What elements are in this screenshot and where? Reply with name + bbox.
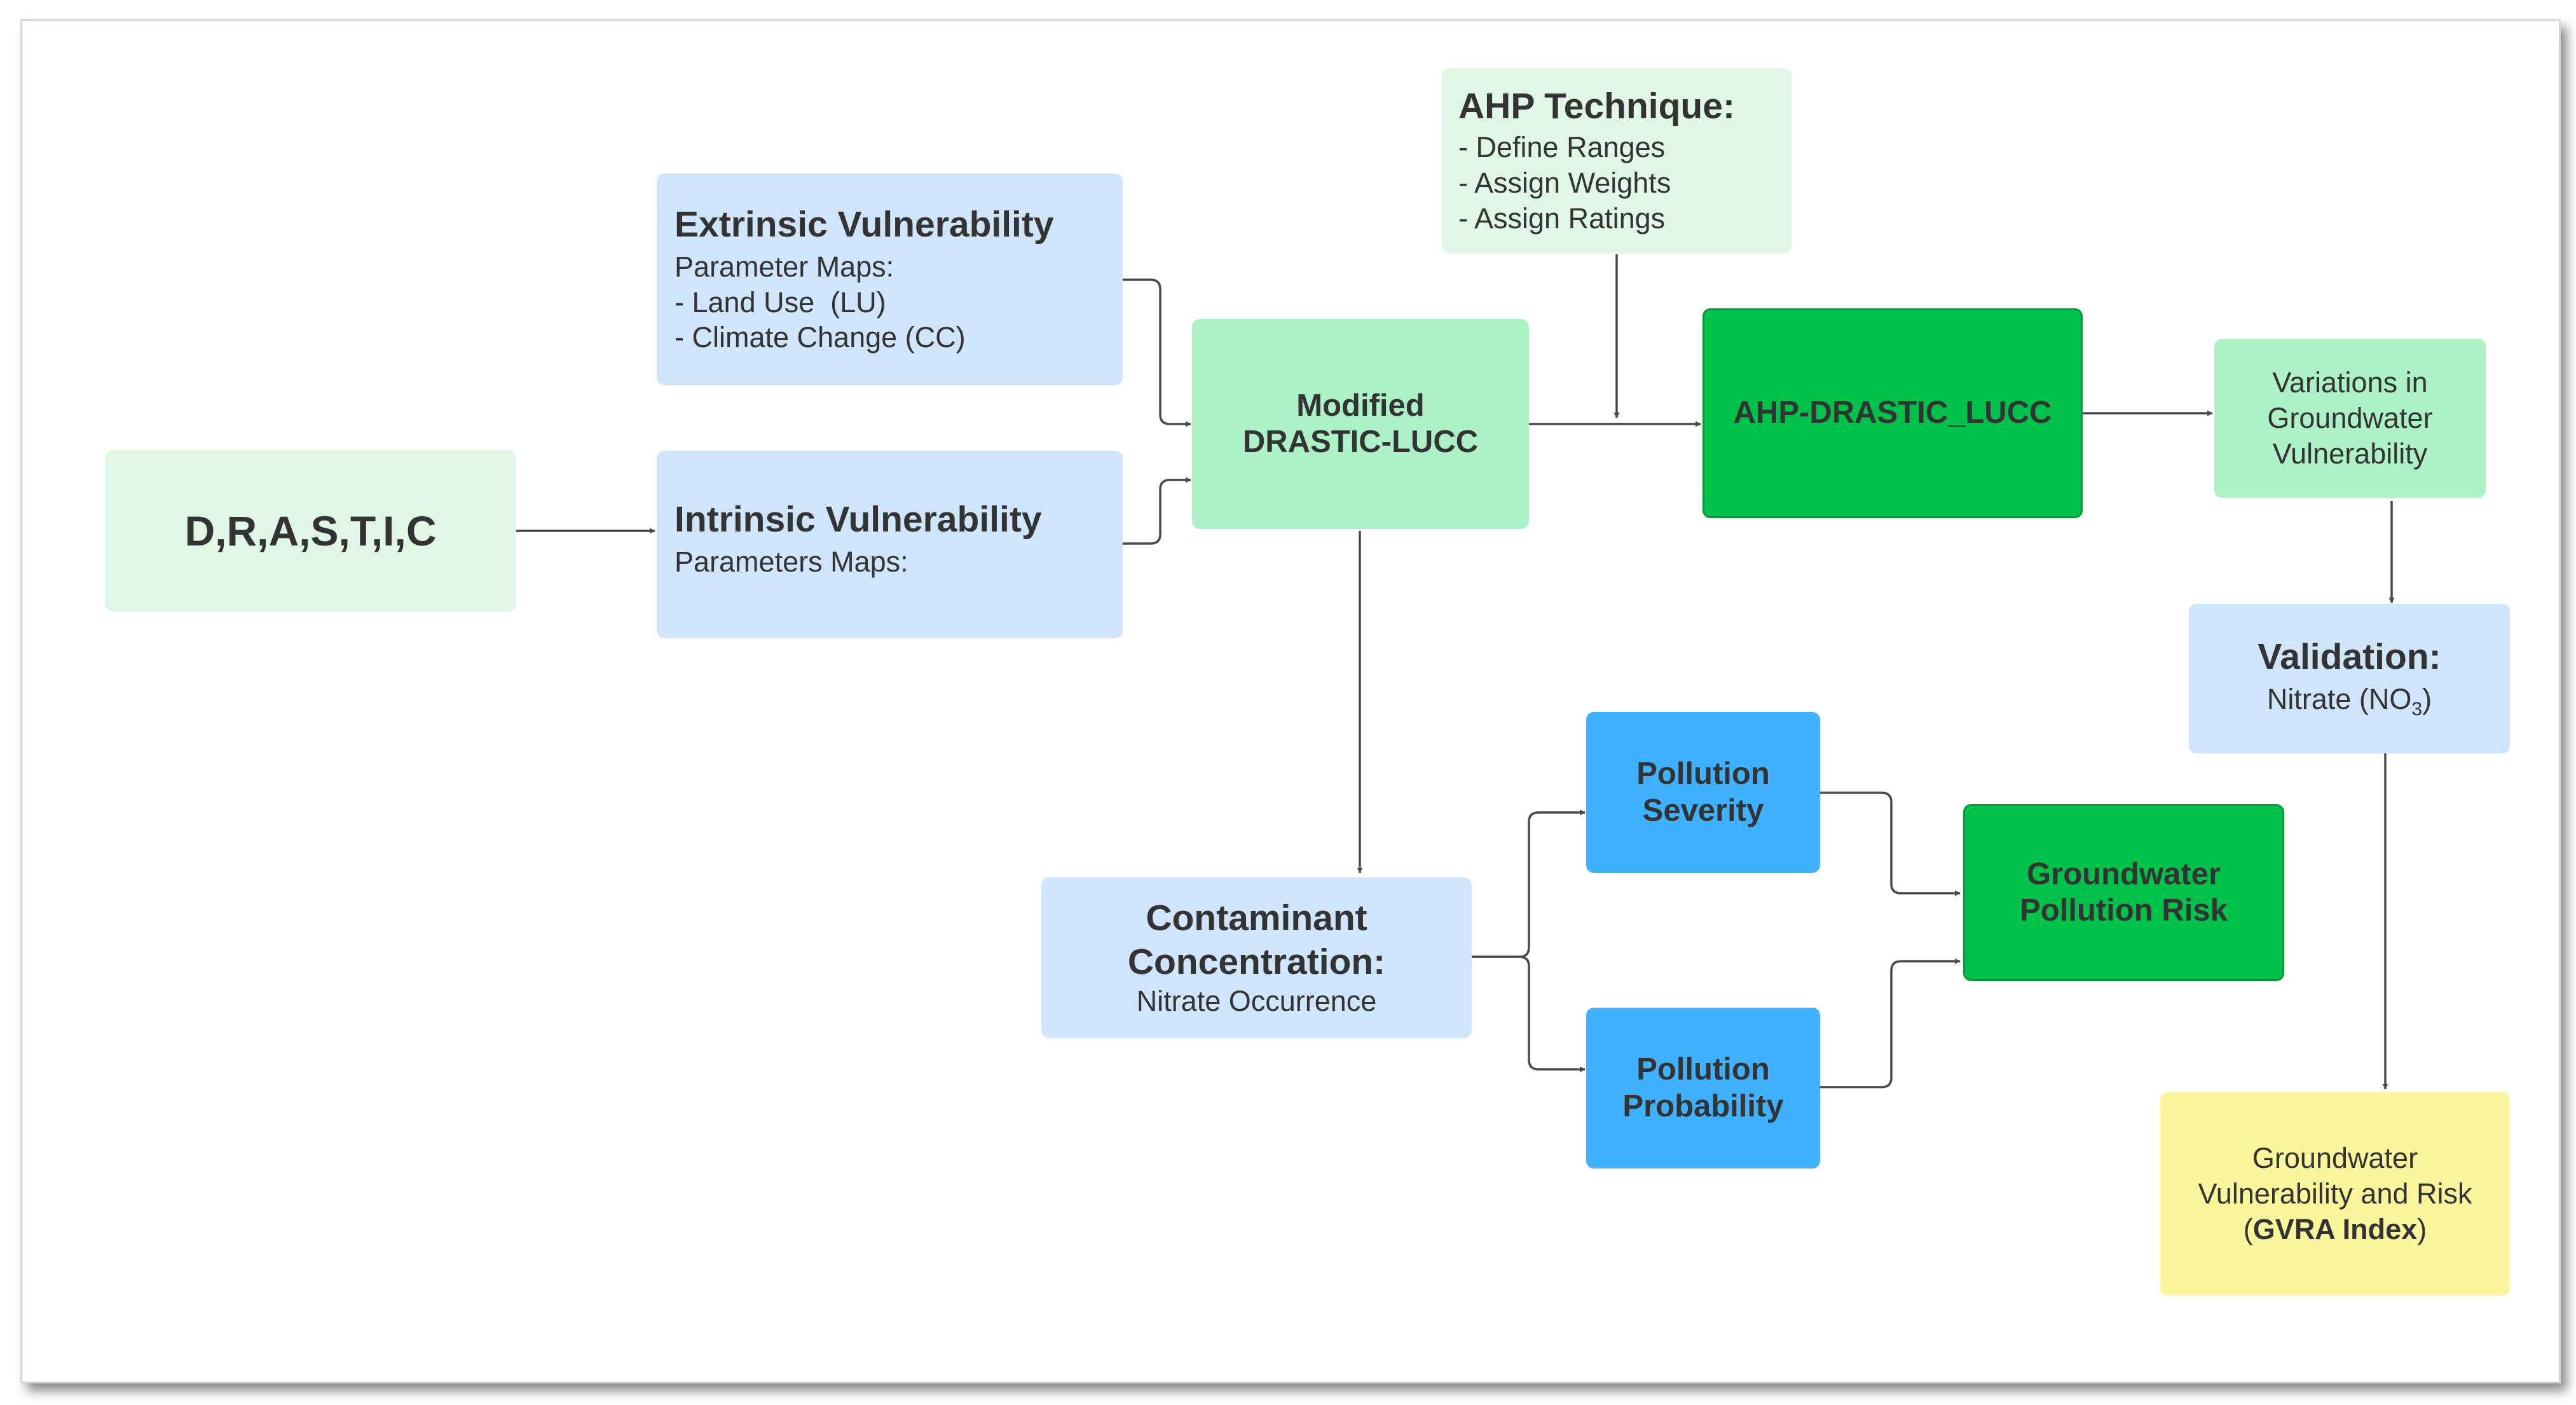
- modified-line-2: DRASTIC-LUCC: [1242, 425, 1479, 459]
- contaminant-line-2: Concentration:: [1127, 941, 1386, 982]
- probability-line-1: Pollution: [1636, 1052, 1770, 1087]
- drastic-title: D,R,A,S,T,I,C: [184, 507, 437, 554]
- modified-line-1: Modified: [1296, 388, 1425, 423]
- ahp-item-assign-ratings: - Assign Ratings: [1458, 202, 1666, 235]
- contaminant-line-1: Contaminant: [1146, 898, 1367, 939]
- variations-line-2: Groundwater: [2267, 402, 2433, 435]
- gvra-index-label: GVRA Index: [2252, 1212, 2418, 1245]
- extrinsic-title: Extrinsic Vulnerability: [675, 203, 1054, 245]
- ahp-drastic-lucc-box: AHP-DRASTIC_LUCC: [1702, 308, 2083, 518]
- extrinsic-item-land-use: - Land Use (LU): [675, 285, 886, 319]
- gvra-index-box: Groundwater Vulnerability and Risk (GVRA…: [2160, 1092, 2510, 1296]
- modified-drastic-lucc-box: Modified DRASTIC-LUCC: [1192, 319, 1529, 529]
- extrinsic-item-climate-change: - Climate Change (CC): [675, 321, 966, 354]
- intrinsic-vulnerability-box: Intrinsic Vulnerability Parameters Maps:: [657, 451, 1123, 638]
- variations-box: Variations in Groundwater Vulnerability: [2214, 339, 2486, 498]
- drastic-box: D,R,A,S,T,I,C: [105, 450, 516, 612]
- ahp-item-define-ranges: - Define Ranges: [1458, 131, 1666, 164]
- pollution-severity-box: Pollution Severity: [1586, 712, 1820, 873]
- severity-line-1: Pollution: [1636, 757, 1770, 792]
- variations-line-3: Vulnerability: [2272, 437, 2428, 470]
- risk-line-1: Groundwater: [2027, 856, 2221, 891]
- validation-box: Validation: Nitrate (NO3): [2189, 604, 2510, 753]
- severity-line-2: Severity: [1642, 793, 1764, 828]
- pollution-probability-box: Pollution Probability: [1586, 1008, 1820, 1169]
- intrinsic-subtitle: Parameters Maps:: [675, 545, 908, 578]
- contaminant-concentration-box: Contaminant Concentration: Nitrate Occur…: [1041, 877, 1472, 1038]
- diagram-frame: [20, 19, 2561, 1383]
- ahp-item-assign-weights: - Assign Weights: [1458, 167, 1671, 200]
- variations-line-1: Variations in: [2272, 366, 2428, 399]
- ahp-technique-box: AHP Technique: - Define Ranges - Assign …: [1442, 68, 1792, 254]
- intrinsic-title: Intrinsic Vulnerability: [675, 499, 1042, 540]
- probability-line-2: Probability: [1622, 1088, 1784, 1123]
- contaminant-subtitle: Nitrate Occurrence: [1136, 984, 1377, 1017]
- extrinsic-vulnerability-box: Extrinsic Vulnerability Parameter Maps: …: [657, 174, 1123, 385]
- gvra-line-1: Groundwater: [2252, 1142, 2418, 1175]
- arrow-contaminant-to-severity: [1472, 809, 1586, 958]
- validation-text: Nitrate (NO3): [2266, 683, 2432, 720]
- extrinsic-subtitle: Parameter Maps:: [675, 250, 894, 283]
- gvra-line-3: (GVRA Index): [2243, 1212, 2427, 1245]
- arrow-probability-to-risk: [1820, 958, 1961, 1088]
- arrow-extrinsic-to-modified: [1123, 278, 1191, 427]
- arrow-intrinsic-to-modified: [1123, 477, 1191, 545]
- arrow-severity-to-risk: [1820, 792, 1961, 896]
- ahp-technique-title: AHP Technique:: [1458, 86, 1735, 127]
- groundwater-pollution-risk-box: Groundwater Pollution Risk: [1963, 804, 2284, 981]
- ahp-drastic-title: AHP-DRASTIC_LUCC: [1733, 395, 2052, 430]
- validation-title: Validation:: [2257, 636, 2441, 678]
- risk-line-2: Pollution Risk: [2020, 893, 2228, 928]
- gvra-line-2: Vulnerability and Risk: [2198, 1177, 2472, 1210]
- arrow-contaminant-to-probability: [1472, 956, 1586, 1073]
